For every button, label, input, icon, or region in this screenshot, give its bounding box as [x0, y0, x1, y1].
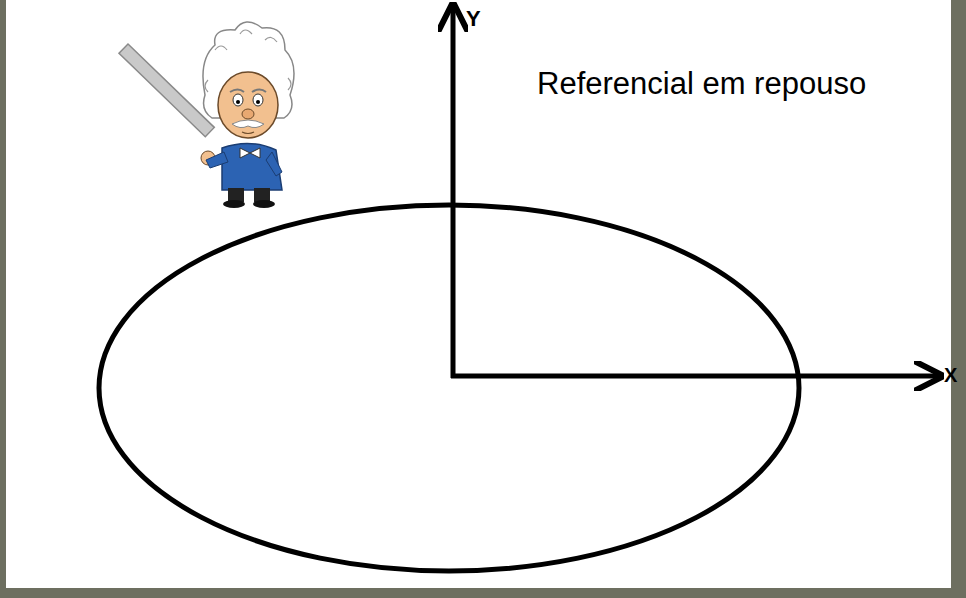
white-panel [6, 0, 951, 588]
label-holder: X [944, 365, 957, 386]
einstein-cartoon [119, 22, 294, 208]
label-holder: Referencial em repouso [537, 68, 866, 99]
x-axis [451, 374, 938, 379]
axis-label: Y [466, 6, 481, 31]
y-axis [451, 8, 456, 378]
axis-label: X [944, 364, 957, 386]
frame-caption: Referencial em repouso [537, 66, 866, 101]
ellipse [99, 205, 799, 571]
label-holder: Y [466, 8, 481, 30]
